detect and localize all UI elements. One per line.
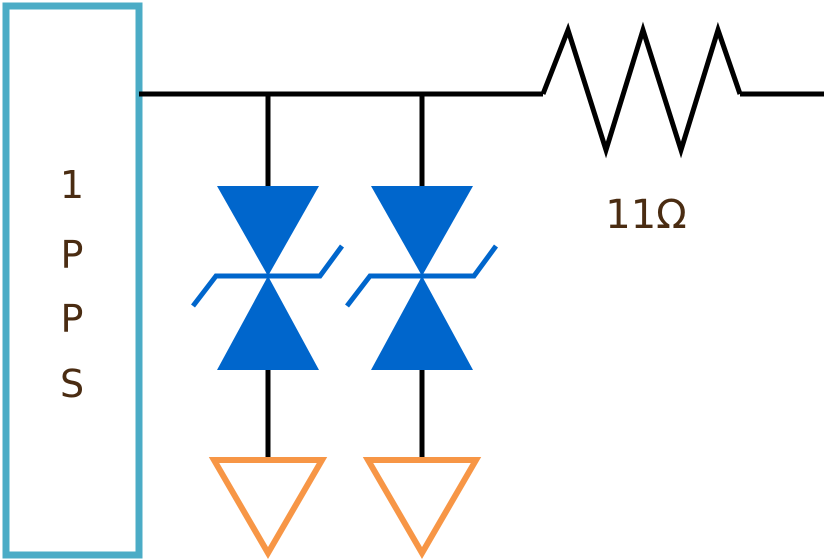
source-label-line-1: 1 [60, 163, 84, 207]
tvs-diode-1-lower-triangle [217, 276, 319, 370]
source-label-line-4: S [60, 362, 84, 406]
ground-1 [208, 457, 328, 559]
tvs-diode-2-zener-bar [345, 244, 499, 308]
tvs-branch-1 [191, 94, 345, 559]
source-block: 1 P P S [2, 2, 143, 559]
resistor [540, 21, 743, 159]
tvs-diode-2-upper-triangle [371, 186, 473, 276]
resistor-value-label: 11Ω [605, 192, 686, 238]
tvs-diode-2 [345, 186, 499, 370]
tvs-diode-1 [191, 186, 345, 370]
tvs-branch-2 [345, 94, 499, 559]
source-label-line-2: P [61, 233, 84, 277]
source-block-border [2, 2, 143, 559]
tvs-diode-1-zener-bar [191, 244, 345, 308]
ground-2 [362, 457, 482, 559]
source-label-line-3: P [61, 297, 84, 341]
tvs-diode-2-lower-triangle [371, 276, 473, 370]
tvs-diode-1-upper-triangle [217, 186, 319, 276]
